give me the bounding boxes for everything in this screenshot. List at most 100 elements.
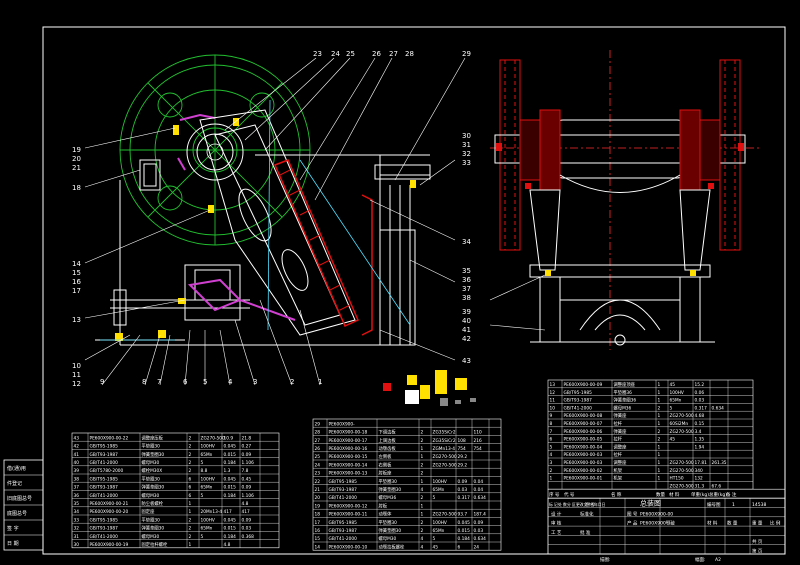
- balloon-30: 30: [462, 132, 471, 140]
- table-cell: 1: [189, 509, 192, 515]
- table-cell: 39: [74, 468, 80, 474]
- table-cell: 1: [658, 468, 661, 474]
- sheet-number: 1: [732, 502, 735, 508]
- table-cell: 31: [74, 534, 80, 540]
- table-cell: 2: [189, 444, 192, 450]
- table-cell: 35: [74, 501, 80, 507]
- scale-label: 比 例: [770, 520, 781, 527]
- table-cell: 22: [315, 479, 321, 485]
- table-cell: 0.03: [458, 487, 468, 493]
- table-cell: 平垫圈36: [614, 389, 633, 396]
- table-cell: 0.184: [224, 493, 237, 499]
- header-cell: 序 号: [549, 491, 560, 498]
- table-cell: 0.045: [224, 444, 237, 450]
- table-cell: 14: [315, 544, 321, 550]
- table-cell: 132: [695, 476, 703, 482]
- table-cell: 2: [658, 429, 661, 435]
- toggle-plate: [115, 180, 416, 341]
- table-cell: 0.015: [224, 452, 237, 458]
- table-cell: 37: [74, 485, 80, 491]
- table-cell: 0.015: [224, 485, 237, 491]
- table-cell: 0.045: [224, 476, 237, 482]
- table-cell: 2: [189, 460, 192, 466]
- table-cell: 8.8: [201, 468, 208, 474]
- table-cell: 1: [421, 446, 424, 452]
- table-cell: 2: [421, 438, 424, 444]
- balloon-16: 16: [72, 278, 81, 286]
- table-cell: ZG270-500: [201, 435, 225, 441]
- table-cell: 0.045: [224, 517, 237, 523]
- table-cell: PE600X900-00-19: [90, 542, 129, 548]
- table-cell: GB/T93-1987: [90, 526, 119, 532]
- table-cell: 动颚体: [379, 511, 393, 518]
- header-cell: 数量: [656, 491, 665, 498]
- jaw-plates: [274, 159, 373, 336]
- table-cell: 拉杆: [614, 451, 623, 458]
- balloon-20: 20: [72, 155, 81, 163]
- table-cell: 0.317: [695, 405, 708, 411]
- table-cell: 0.184: [224, 460, 237, 466]
- table-cell: 5: [670, 405, 673, 411]
- table-cell: PE600X900-00-03: [564, 452, 603, 458]
- balloon-36: 36: [462, 276, 471, 284]
- table-cell: 0.15: [695, 421, 705, 427]
- table-cell: ZG270-500: [433, 454, 457, 460]
- table-cell: PE600X900-: [329, 421, 356, 427]
- table-cell: GB/T95-1985: [90, 444, 119, 450]
- balloon-39: 39: [462, 308, 471, 316]
- balloon-29: 29: [462, 50, 471, 58]
- balloon-1: 1: [318, 378, 322, 386]
- section-frame: [529, 189, 715, 346]
- table-cell: 18: [315, 512, 321, 518]
- table-cell: 34: [74, 509, 80, 515]
- table-cell: 0.184: [224, 534, 237, 540]
- table-cell: 肘板: [379, 502, 388, 509]
- table-cell: 6: [189, 485, 192, 491]
- table-cell: 21: [315, 487, 321, 493]
- table-cell: 43: [74, 435, 80, 441]
- table-cell: 1: [658, 398, 661, 404]
- table-cell: GB/T93-1987: [90, 452, 119, 458]
- table-cell: 26: [315, 446, 321, 452]
- strip-label-5: 日 期: [7, 541, 19, 547]
- balloon-11: 11: [72, 371, 81, 379]
- table-cell: 下调边板: [379, 429, 397, 436]
- table-cell: 0.03: [695, 398, 705, 404]
- table-cell: 0.04: [474, 487, 484, 493]
- balloon-42: 42: [462, 335, 471, 343]
- table-cell: PE600X900-00-21: [90, 501, 129, 507]
- sheet-index: 第 页: [752, 548, 763, 555]
- table-cell: 0.015: [458, 528, 471, 534]
- table-cell: 30: [74, 542, 80, 548]
- strip-label-2: 旧底图总号: [7, 495, 32, 502]
- table-cell: 弹簧垫圈30: [142, 525, 165, 532]
- balloon-34: 34: [462, 238, 471, 246]
- table-cell: 0.368: [242, 534, 255, 540]
- table-cell: 10: [550, 405, 556, 411]
- color-swatches: [383, 370, 476, 406]
- table-cell: 5: [201, 460, 204, 466]
- table-cell: PE600X900-00-16: [329, 446, 368, 452]
- table-cell: 1: [658, 413, 661, 419]
- crusher-side-view: [84, 54, 466, 386]
- table-cell: PE600X900-00-03: [564, 460, 603, 466]
- table-cell: PE600X900-00-01: [564, 476, 603, 482]
- balloon-15: 15: [72, 269, 81, 277]
- footer-text: 描图:: [600, 556, 611, 563]
- table-cell: 0.09: [242, 517, 252, 523]
- table-cell: 5: [201, 534, 204, 540]
- table-cell: 1: [421, 454, 424, 460]
- table-cell: 2: [550, 468, 553, 474]
- table-cell: 93.7: [458, 512, 468, 518]
- table-cell: 0.09: [242, 452, 252, 458]
- table-cell: PE600X900-00-07: [564, 421, 603, 427]
